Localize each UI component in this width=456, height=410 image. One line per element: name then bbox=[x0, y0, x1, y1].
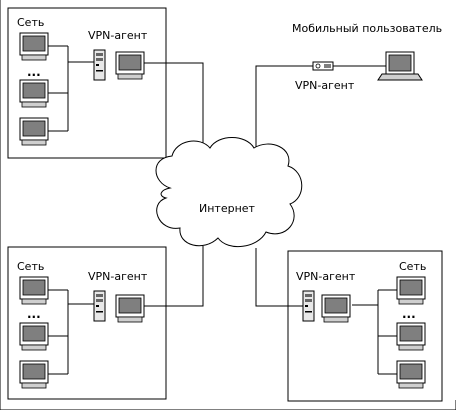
link-bottom-left bbox=[144, 246, 204, 307]
internet-label: Интернет bbox=[199, 202, 256, 215]
computer-icon bbox=[19, 360, 49, 389]
computer-icon bbox=[19, 276, 49, 305]
computer-icon bbox=[19, 117, 49, 146]
computer-icon bbox=[396, 276, 426, 305]
ellipsis-top-left: ... bbox=[27, 65, 41, 79]
lan-lines-bottom-left bbox=[48, 289, 94, 375]
mobile-user-label: Мобильный пользователь bbox=[292, 22, 442, 35]
lan-lines-top-left bbox=[48, 45, 94, 132]
vpn-token-icon bbox=[312, 61, 334, 71]
network-label-bottom-left: Сеть bbox=[17, 260, 44, 273]
computer-icon bbox=[321, 294, 351, 323]
vpn-agent-label-top-left: VPN-агент bbox=[88, 29, 148, 42]
computer-icon bbox=[115, 294, 145, 323]
vpn-server-icon bbox=[93, 49, 106, 81]
lan-lines-bottom-right bbox=[352, 289, 397, 375]
vpn-server-icon bbox=[302, 290, 315, 322]
vpn-agent-label-bottom-right: VPN-агент bbox=[296, 270, 356, 283]
network-box-bottom-left bbox=[7, 246, 167, 400]
vpn-server-icon bbox=[93, 290, 106, 322]
vpn-agent-label-mobile: VPN-агент bbox=[295, 79, 355, 92]
computer-icon bbox=[115, 51, 145, 80]
vpn-agent-label-bottom-left: VPN-агент bbox=[88, 270, 148, 283]
computer-icon bbox=[19, 322, 49, 351]
network-box-top-left bbox=[7, 7, 167, 159]
computer-icon bbox=[19, 79, 49, 108]
internet-cloud bbox=[155, 137, 303, 248]
network-label-bottom-right: Сеть bbox=[399, 260, 426, 273]
network-box-bottom-right bbox=[287, 250, 443, 402]
computer-icon bbox=[19, 32, 49, 61]
computer-icon bbox=[396, 360, 426, 389]
mobile-link-line bbox=[255, 65, 386, 158]
ellipsis-bottom-right: ... bbox=[402, 307, 416, 321]
ellipsis-bottom-left: ... bbox=[27, 307, 41, 321]
link-top-left bbox=[144, 62, 204, 160]
computer-icon bbox=[396, 322, 426, 351]
laptop-icon bbox=[377, 51, 423, 81]
link-bottom-right bbox=[255, 248, 303, 307]
network-label-top-left: Сеть bbox=[17, 16, 44, 29]
